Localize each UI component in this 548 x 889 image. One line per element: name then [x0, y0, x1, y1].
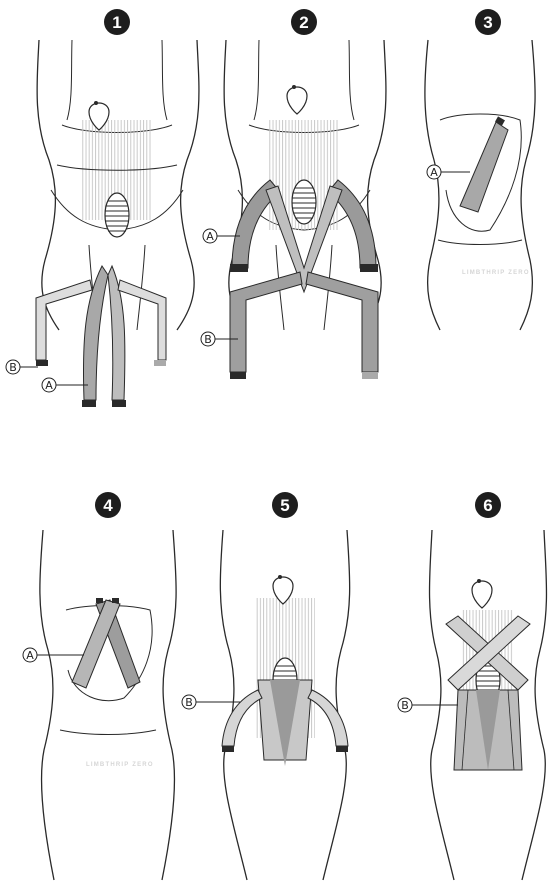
step-4-badge: 4: [95, 492, 121, 518]
step-2-callout-a-letter: A: [206, 230, 214, 243]
step-1-callout-a-letter: A: [45, 379, 53, 392]
step-6-number: 6: [483, 496, 492, 515]
step-3-panel: LIMBTHRIP ZERO 3 A: [425, 9, 535, 330]
step-1-callout-a: A: [42, 378, 88, 392]
step-2-number: 2: [299, 13, 308, 32]
step-1-badge: 1: [104, 9, 130, 35]
step-2-callout-b-letter: B: [204, 333, 212, 346]
step-1-panel: 1 B A: [6, 9, 199, 407]
step-4-callout-a-letter: A: [26, 649, 34, 662]
step-4-callout-a: A: [23, 648, 84, 662]
step-3-badge: 3: [475, 9, 501, 35]
step-5-callout-b: B: [182, 695, 240, 709]
step-3-callout-a-letter: A: [430, 166, 438, 179]
step-2-badge: 2: [291, 9, 317, 35]
step-6-callout-b: B: [398, 698, 458, 712]
step-5-badge: 5: [272, 492, 298, 518]
step-6-badge: 6: [475, 492, 501, 518]
step-4-panel: LIMBTHRIP ZERO 4 A: [23, 492, 176, 880]
step-4-number: 4: [103, 496, 113, 515]
step-1-number: 1: [112, 13, 121, 32]
step-3-number: 3: [483, 13, 492, 32]
step-5-number: 5: [280, 496, 289, 515]
step-4-watermark: LIMBTHRIP ZERO: [86, 762, 154, 768]
step-6-panel: 6 B: [398, 492, 547, 880]
step-5-callout-b-letter: B: [185, 696, 193, 709]
step-5-panel: 5 B: [182, 492, 350, 880]
step-2-panel: 2 A B: [201, 9, 386, 379]
step-3-callout-a: A: [427, 165, 470, 179]
step-6-callout-b-letter: B: [401, 699, 409, 712]
step-1-callout-b-letter: B: [9, 361, 17, 374]
step-1-callout-b: B: [6, 360, 38, 374]
step-3-watermark: LIMBTHRIP ZERO: [462, 270, 530, 276]
